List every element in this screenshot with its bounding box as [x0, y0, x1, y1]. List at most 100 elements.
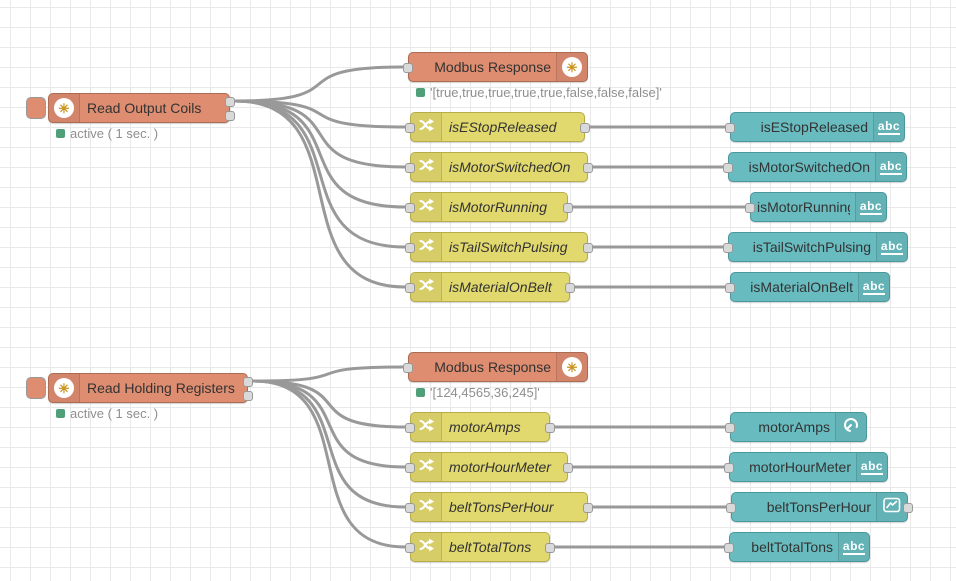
- input-port[interactable]: [405, 463, 415, 473]
- output-port-1[interactable]: [225, 97, 235, 107]
- input-port[interactable]: [725, 123, 735, 133]
- output-port-1[interactable]: [583, 503, 593, 513]
- input-port[interactable]: [405, 423, 415, 433]
- status-dot: [56, 129, 65, 138]
- output-port-1[interactable]: [583, 243, 593, 253]
- node-icon-area: [411, 233, 442, 261]
- input-port[interactable]: [725, 423, 735, 433]
- output-port-1[interactable]: [903, 503, 913, 513]
- wire-read-holding-registers-to-change-motorHourMeter[interactable]: [251, 379, 407, 469]
- modbus-flower-icon: ✳: [562, 357, 582, 377]
- input-port[interactable]: [405, 123, 415, 133]
- shuffle-change-icon: [418, 457, 435, 478]
- node-icon-area: [411, 273, 442, 301]
- node-icon-area: abc: [838, 533, 869, 561]
- input-port[interactable]: [405, 503, 415, 513]
- output-port-1[interactable]: [545, 423, 555, 433]
- node-read-output-coils[interactable]: ✳Read Output Coils: [26, 93, 235, 123]
- wire-read-output-coils-to-change-isMotorSwitchedOn[interactable]: [233, 99, 407, 169]
- modbus-flower-icon: ✳: [54, 98, 74, 118]
- shuffle-change-icon: [418, 237, 435, 258]
- input-port[interactable]: [723, 163, 733, 173]
- node-ui-text-isMaterialOnBelt[interactable]: abc isMaterialOnBelt: [725, 272, 890, 302]
- output-port-2[interactable]: [225, 111, 235, 121]
- output-port-1[interactable]: [545, 543, 555, 553]
- input-port[interactable]: [725, 283, 735, 293]
- node-read-holding-registers[interactable]: ✳ Read Holding Registers: [26, 373, 253, 403]
- node-change-isMaterialOnBelt[interactable]: isMaterialOnBelt: [405, 272, 575, 302]
- gauge-icon: [842, 416, 860, 439]
- wire-read-holding-registers-to-change-beltTotalTons[interactable]: [251, 379, 407, 549]
- shuffle-change-icon: [418, 117, 435, 138]
- node-ui-chart-beltTonsPerHour[interactable]: beltTonsPerHour: [726, 492, 913, 522]
- node-change-isTailSwitchPulsing[interactable]: isTailSwitchPulsing: [405, 232, 593, 262]
- node-ui-text-isEStopReleased[interactable]: abc isEStopReleased: [725, 112, 905, 142]
- node-ui-gauge-motorAmps[interactable]: motorAmps: [725, 412, 867, 442]
- input-port[interactable]: [745, 203, 755, 213]
- node-change-beltTonsPerHour[interactable]: beltTonsPerHour: [405, 492, 593, 522]
- output-port-1[interactable]: [580, 123, 590, 133]
- node-modbus-response-1[interactable]: ✳Modbus Response: [403, 52, 588, 82]
- node-modbus-response-2[interactable]: ✳Modbus Response: [403, 352, 588, 382]
- node-icon-area: [411, 153, 442, 181]
- abc-text-icon: abc: [880, 238, 904, 255]
- wire-read-holding-registers-to-modbus-response-2[interactable]: [251, 365, 405, 383]
- abc-text-icon: abc: [862, 278, 886, 295]
- wire-read-output-coils-to-change-isMaterialOnBelt[interactable]: [233, 99, 407, 289]
- output-port-2[interactable]: [243, 391, 253, 401]
- node-change-motorAmps[interactable]: motorAmps: [405, 412, 555, 442]
- input-port[interactable]: [405, 163, 415, 173]
- wire-read-output-coils-to-modbus-response-1[interactable]: [233, 65, 405, 103]
- abc-text-icon: abc: [860, 458, 884, 475]
- node-trigger-button[interactable]: [26, 97, 46, 119]
- node-change-beltTotalTons[interactable]: beltTotalTons: [405, 532, 555, 562]
- output-port-1[interactable]: [563, 203, 573, 213]
- input-port[interactable]: [403, 363, 413, 373]
- node-label: Read Holding Registers: [87, 380, 235, 396]
- output-port-1[interactable]: [583, 163, 593, 173]
- input-port[interactable]: [403, 63, 413, 73]
- wire-read-holding-registers-to-change-motorAmps[interactable]: [251, 379, 407, 429]
- flower-glyph: ✳: [58, 100, 70, 116]
- output-port-1[interactable]: [243, 377, 253, 387]
- node-icon-area: [411, 413, 442, 441]
- abc-text-icon: abc: [879, 158, 903, 175]
- input-port[interactable]: [724, 463, 734, 473]
- node-change-isMotorRunning[interactable]: isMotorRunning: [405, 192, 573, 222]
- input-port[interactable]: [405, 283, 415, 293]
- input-port[interactable]: [405, 543, 415, 553]
- input-port[interactable]: [723, 243, 733, 253]
- node-label: isEStopReleased: [760, 119, 868, 135]
- node-change-isEStopReleased[interactable]: isEStopReleased: [405, 112, 590, 142]
- output-port-1[interactable]: [563, 463, 573, 473]
- wire-read-output-coils-to-change-isEStopReleased[interactable]: [233, 99, 407, 129]
- wire-read-output-coils-to-change-isMotorRunning[interactable]: [233, 99, 407, 209]
- status-text: '[true,true,true,true,true,false,false,f…: [430, 85, 662, 100]
- node-icon-area: [411, 453, 442, 481]
- flower-glyph: ✳: [58, 380, 70, 396]
- node-trigger-button[interactable]: [26, 377, 46, 399]
- node-status: active ( 1 sec. ): [56, 126, 158, 141]
- input-port[interactable]: [405, 243, 415, 253]
- node-icon-area: [876, 493, 907, 521]
- input-port[interactable]: [726, 503, 736, 513]
- abc-text-icon: abc: [842, 538, 866, 555]
- wire-read-output-coils-to-change-isTailSwitchPulsing[interactable]: [233, 99, 407, 249]
- node-icon-area: abc: [873, 113, 904, 141]
- node-label: beltTotalTons: [449, 539, 532, 555]
- node-change-motorHourMeter[interactable]: motorHourMeter: [405, 452, 573, 482]
- input-port[interactable]: [724, 543, 734, 553]
- input-port[interactable]: [405, 203, 415, 213]
- status-text: active ( 1 sec. ): [70, 126, 159, 141]
- wire-read-holding-registers-to-change-beltTonsPerHour[interactable]: [251, 379, 407, 509]
- output-port-1[interactable]: [565, 283, 575, 293]
- node-change-isMotorSwitchedOn[interactable]: isMotorSwitchedOn: [405, 152, 593, 182]
- node-label: isMaterialOnBelt: [750, 279, 853, 295]
